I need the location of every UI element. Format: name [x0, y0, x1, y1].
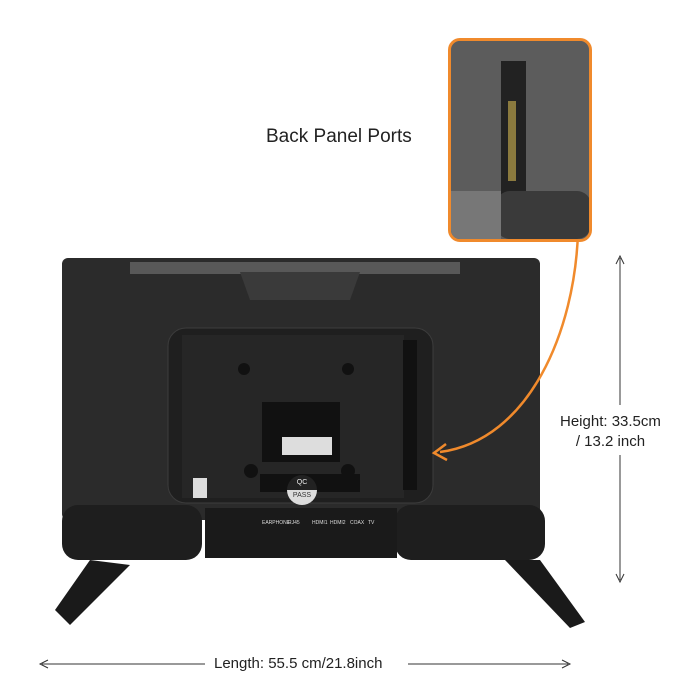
qc-pass-sticker: QC PASS — [287, 475, 317, 505]
top-edge-reflection — [130, 262, 460, 274]
arrow-down-icon — [615, 573, 625, 584]
right-speaker — [395, 505, 545, 560]
right-stand — [505, 560, 585, 628]
height-dimension: Height: 33.5cm / 13.2 inch — [560, 410, 661, 454]
pass-text: PASS — [287, 490, 317, 505]
bottom-port-strip — [205, 508, 397, 558]
port-earphone: EARPHONE — [262, 520, 291, 526]
port-tv: TV — [368, 520, 375, 526]
left-speaker — [62, 505, 202, 560]
port-hdmi2: HDMI2 — [330, 520, 346, 526]
mount-hole — [238, 363, 250, 375]
height-inch: / 13.2 inch — [575, 433, 646, 450]
arrow-left-icon — [38, 659, 49, 669]
top-bump — [240, 272, 360, 300]
length-dimension: Length: 55.5 cm/21.8inch — [210, 655, 387, 672]
mount-hole — [342, 363, 354, 375]
back-panel-ports-inset — [448, 38, 592, 242]
qc-text: QC — [296, 479, 308, 486]
arrow-right-icon — [561, 659, 572, 669]
port-hdmi1: HDMI1 — [312, 520, 328, 526]
arrowhead-icon — [431, 443, 448, 462]
callout-label: Back Panel Ports — [266, 126, 412, 147]
height-cm: Height: 33.5cm — [560, 413, 661, 430]
arrow-up-icon — [615, 254, 625, 265]
barcode-sticker — [282, 437, 332, 455]
port-rj45: RJ45 — [288, 520, 300, 526]
side-ports — [403, 340, 417, 490]
inset-photo — [451, 41, 589, 239]
compliance-sticker — [193, 478, 207, 498]
mount-hole — [244, 464, 258, 478]
port-coax: COAX — [350, 520, 365, 526]
callout-arrow — [439, 231, 580, 454]
left-stand — [55, 560, 130, 625]
